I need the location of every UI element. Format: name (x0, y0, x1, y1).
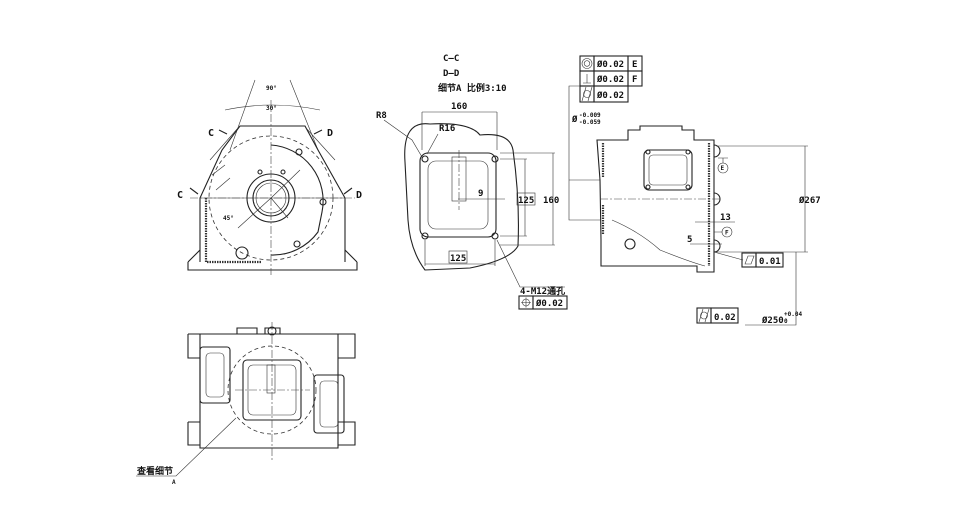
angle-45-label: 45° (223, 215, 234, 222)
bottom-view: 查看细节 A (136, 322, 356, 486)
radius-r16-label: R16 (439, 124, 455, 134)
detail-a-view: 160 160 125 125 9 R8 R16 4-M12通孔 Ø0.02 (376, 102, 568, 310)
bore-tol-symbol: Ø (571, 114, 578, 125)
flange-face (419, 152, 497, 238)
fcf-row2-datum: F (632, 75, 637, 85)
dim-height-label: 160 (543, 196, 559, 206)
drain-hole (235, 246, 249, 260)
perpendicularity-icon (583, 74, 591, 84)
dim-160-vert (500, 152, 555, 246)
position-tol-value: Ø0.02 (535, 298, 563, 309)
dim-267-lines (716, 145, 808, 253)
flatness-symbol-box (741, 252, 757, 268)
fcf-row3-value: Ø0.02 (596, 90, 624, 101)
dim-160-horiz (421, 111, 498, 150)
datum-f-label: F (725, 230, 729, 237)
r16-leader (426, 133, 439, 155)
cylindricity-value: 0.02 (714, 313, 736, 323)
section-d-label-bottom: D (356, 190, 362, 201)
dim-250-lower: 0 (784, 318, 788, 325)
flatness-value: 0.01 (759, 257, 781, 267)
housing-base (187, 249, 358, 271)
detail-callout-letter: A (172, 479, 176, 486)
side-boss-hole (624, 238, 636, 250)
bore-tol-lower: -0.059 (579, 119, 601, 126)
section-dd-title: D—D (443, 69, 460, 79)
flatness-icon (744, 255, 755, 265)
dim-250-upper: +0.04 (784, 311, 802, 318)
fcf-row1-value: Ø0.02 (596, 59, 624, 70)
mounting-holes (421, 155, 499, 240)
angle-construction (224, 79, 321, 151)
section-d-label-top: D (327, 128, 333, 139)
datum-e-label: E (721, 165, 725, 172)
detail-a-circle (227, 345, 317, 435)
dim-offset-label: 9 (478, 189, 483, 199)
position-icon (521, 297, 531, 308)
section-arrows (189, 129, 353, 195)
housing-outline (199, 125, 346, 262)
holes-leader (496, 239, 565, 288)
side-window-right (313, 374, 345, 434)
dim-hole-horiz-label: 125 (450, 254, 466, 264)
side-window-left (199, 346, 231, 404)
side-view: Ø0.02 E Ø0.02 F Ø0.02 Ø -0.009 -0.059 Ø2… (568, 55, 821, 326)
detail-boundary (404, 123, 519, 271)
cylindricity-icon-2 (698, 308, 710, 323)
front-view: 90° 30° 45° C C D D (177, 79, 362, 275)
detail-a-title: 细节A 比例3:10 (438, 82, 507, 94)
side-housing-outline (596, 125, 715, 273)
fcf-row2-value: Ø0.02 (596, 74, 624, 85)
detail-callout-label: 查看细节 (136, 465, 173, 477)
dim-width-label: 160 (451, 102, 467, 112)
side-window (643, 149, 693, 191)
section-c-label-bottom: C (177, 190, 183, 201)
dim-5-label: 5 (687, 235, 692, 245)
cylindricity-icon (581, 86, 593, 102)
dim-13-label: 13 (720, 213, 731, 223)
angle-90-label: 90° (266, 85, 277, 92)
section-cc-title: C—C (443, 54, 459, 64)
fcf-row1-datum: E (632, 60, 637, 70)
bottom-outline (199, 333, 339, 449)
dim-267-label: Ø267 (798, 195, 821, 206)
angle-30-label: 30° (266, 105, 277, 112)
radius-r8-label: R8 (376, 111, 387, 121)
section-c-label-top: C (208, 128, 214, 139)
r8-leader (383, 119, 423, 158)
flange-outline (270, 144, 324, 256)
dim-250-label: Ø250 (761, 315, 784, 326)
side-wall-hatch (601, 143, 711, 266)
bolt-holes (257, 148, 327, 248)
wall-section-hatch (204, 198, 262, 264)
feature-control-frame: Ø0.02 E Ø0.02 F Ø0.02 (579, 55, 643, 103)
holes-note: 4-M12通孔 (520, 285, 565, 297)
concentricity-icon (581, 58, 593, 69)
bore-tol-upper: -0.009 (579, 112, 601, 119)
dim-hole-vert-label: 125 (518, 196, 534, 206)
